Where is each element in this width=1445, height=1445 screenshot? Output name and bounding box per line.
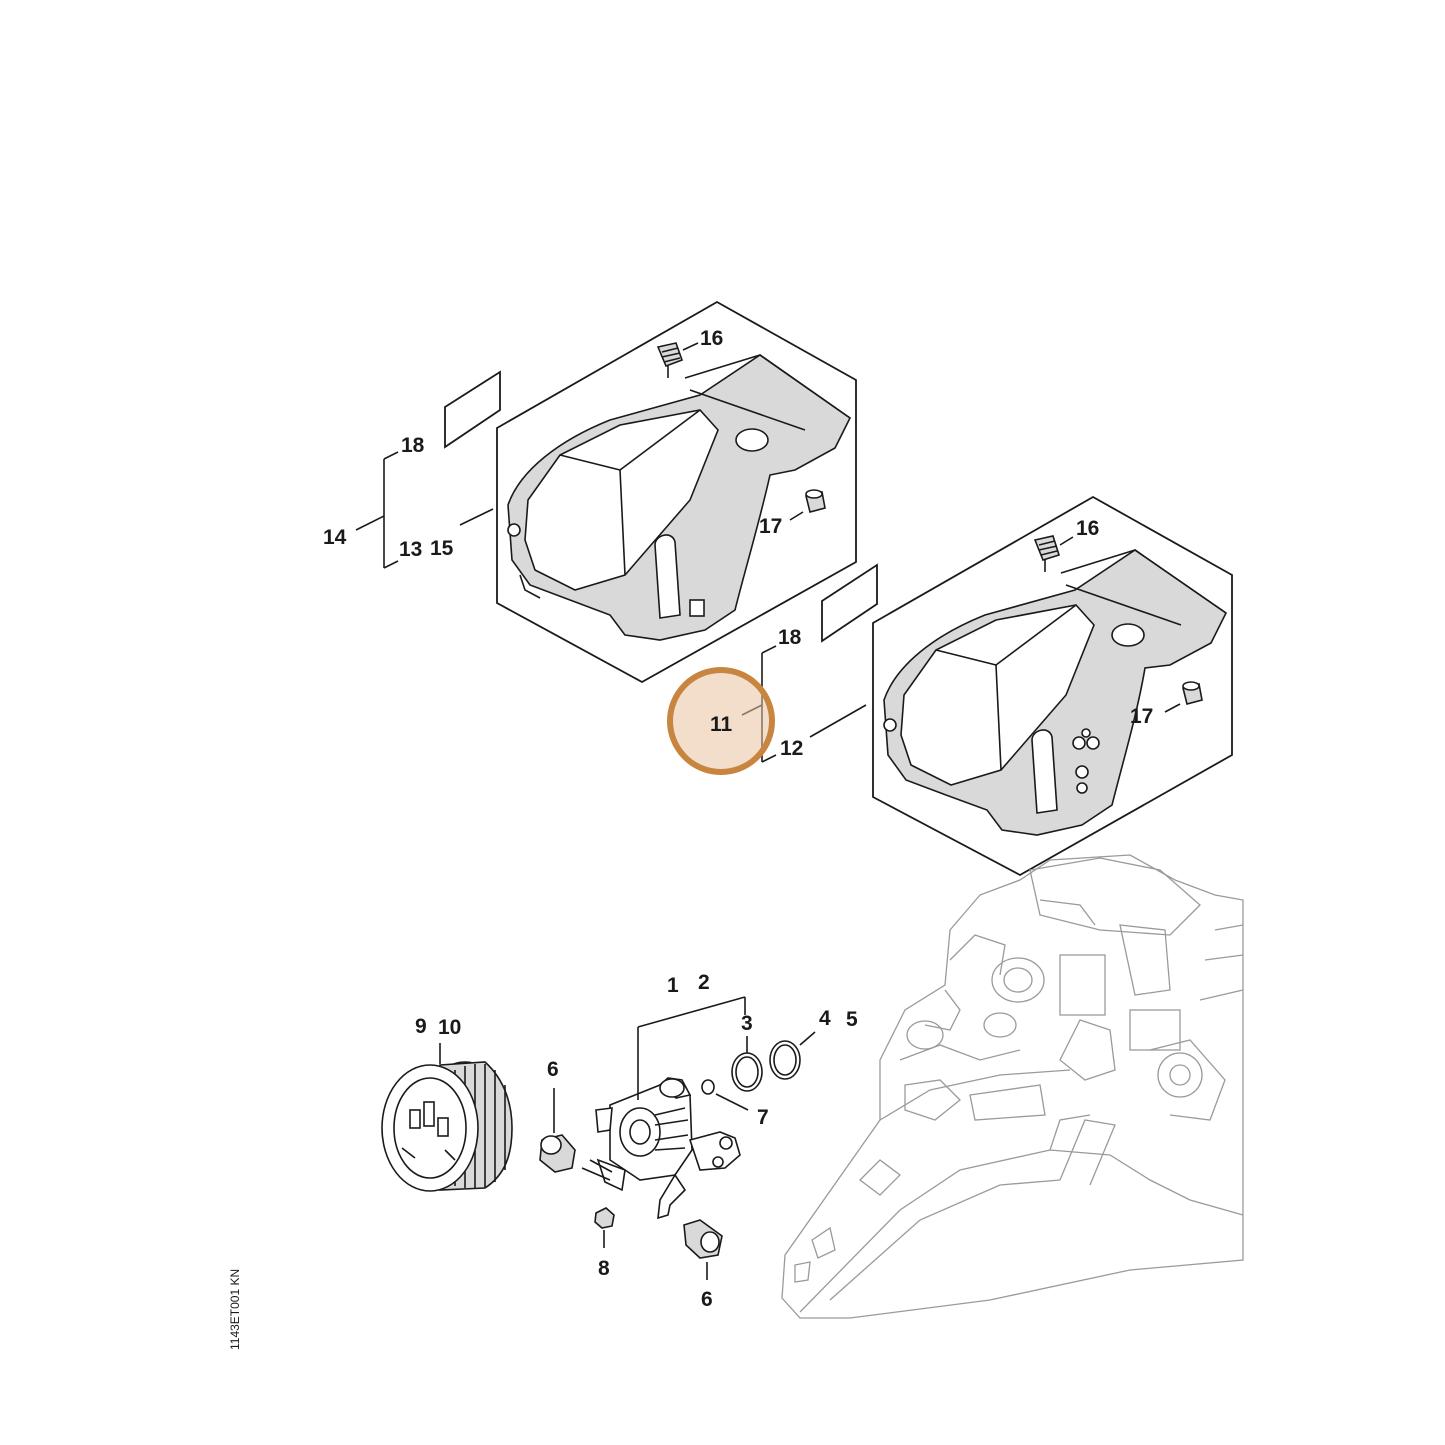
callout-14: 14 xyxy=(323,526,347,549)
callout-16-upper: 16 xyxy=(700,327,723,350)
callout-9: 9 xyxy=(415,1015,427,1038)
grommet-6-left xyxy=(539,1088,576,1173)
callout-7: 7 xyxy=(757,1106,769,1129)
callout-1: 1 xyxy=(667,974,679,997)
callout-12: 12 xyxy=(780,737,803,760)
callout-15: 15 xyxy=(430,537,454,560)
knob-screw-16-upper xyxy=(656,342,699,378)
callout-16-lower: 16 xyxy=(1076,517,1099,540)
callout-17-upper: 17 xyxy=(759,515,782,538)
highlight-circle xyxy=(667,667,775,775)
callout-10: 10 xyxy=(438,1016,461,1039)
drawing-code: 1143ET001 KN xyxy=(228,1269,242,1350)
callout-6-left: 6 xyxy=(547,1058,559,1081)
callout-8: 8 xyxy=(598,1257,610,1280)
air-filter xyxy=(381,1043,513,1192)
callout-11: 11 xyxy=(710,713,733,736)
knob-screw-16-lower xyxy=(1033,535,1074,572)
carburetor-assembly xyxy=(581,996,746,1220)
callout-2: 2 xyxy=(698,971,710,994)
callout-labels: 16 18 14 13 15 17 16 18 11 17 12 1 2 3 4… xyxy=(323,327,1153,1311)
o-ring-3 xyxy=(731,1036,763,1092)
callout-18-lower: 18 xyxy=(778,626,802,649)
callout-3: 3 xyxy=(741,1012,753,1035)
ring-7 xyxy=(701,1079,749,1111)
callout-17-lower: 17 xyxy=(1130,705,1153,728)
callout-13: 13 xyxy=(399,538,422,561)
callout-6-lower: 6 xyxy=(701,1288,713,1311)
callout-18-upper: 18 xyxy=(401,434,425,457)
label-18-upper xyxy=(355,370,501,569)
cover-box-upper xyxy=(496,300,857,684)
cover-box-lower xyxy=(872,495,1233,877)
sleeve-17-upper xyxy=(789,489,826,521)
nut-8 xyxy=(594,1207,615,1248)
callout-5: 5 xyxy=(846,1008,858,1031)
sleeve-17-lower xyxy=(1164,681,1203,713)
grommet-6-lower xyxy=(683,1219,723,1280)
chainsaw-background xyxy=(781,854,1244,1319)
callout-4: 4 xyxy=(819,1007,831,1030)
gasket-4-5 xyxy=(769,1031,816,1080)
